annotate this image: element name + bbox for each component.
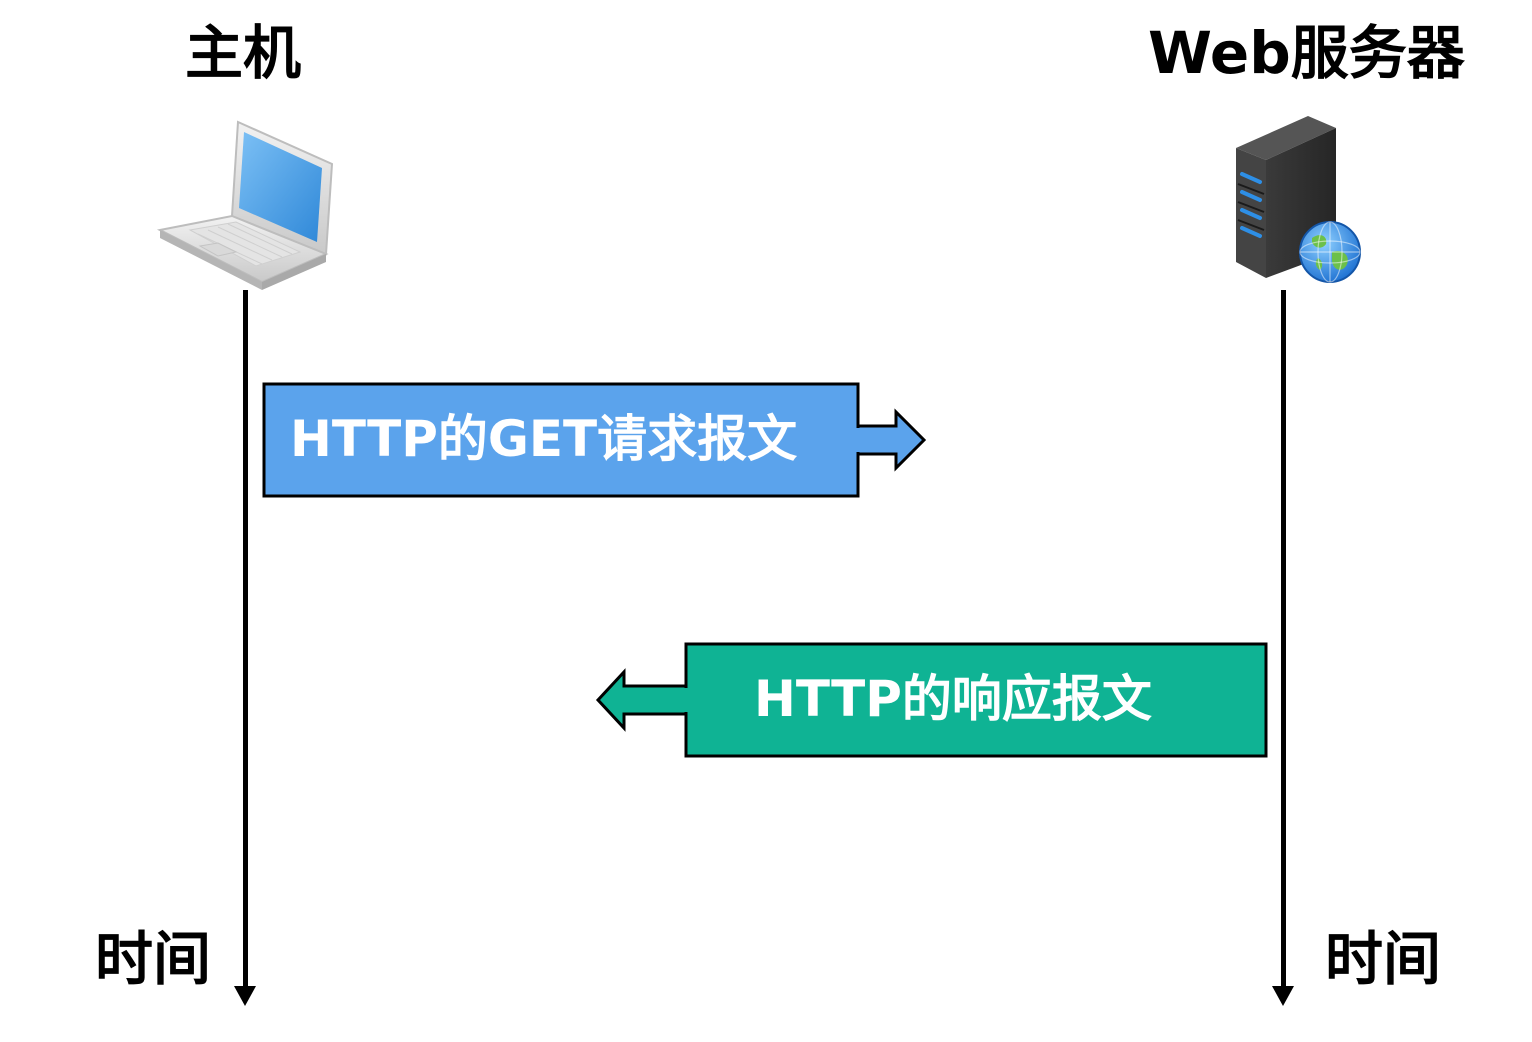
host-timeline	[243, 290, 248, 990]
host-time-label: 时间	[95, 925, 212, 993]
host-timeline-arrowhead	[234, 986, 256, 1006]
get-request-message: HTTP的GET请求报文	[262, 382, 932, 506]
server-timeline-arrowhead	[1272, 986, 1294, 1006]
response-message: HTTP的响应报文	[594, 642, 1270, 766]
server-globe-icon	[1236, 116, 1361, 283]
laptop-icon	[156, 120, 334, 290]
host-label: 主机	[185, 19, 302, 87]
server-timeline	[1281, 290, 1286, 990]
server-label: Web服务器	[1148, 19, 1465, 87]
response-arrow-shape	[595, 642, 1268, 758]
response-label: HTTP的响应报文	[754, 670, 1152, 728]
request-arrow-shape	[262, 382, 927, 498]
request-label: HTTP的GET请求报文	[290, 410, 798, 468]
server-time-label: 时间	[1325, 925, 1442, 993]
